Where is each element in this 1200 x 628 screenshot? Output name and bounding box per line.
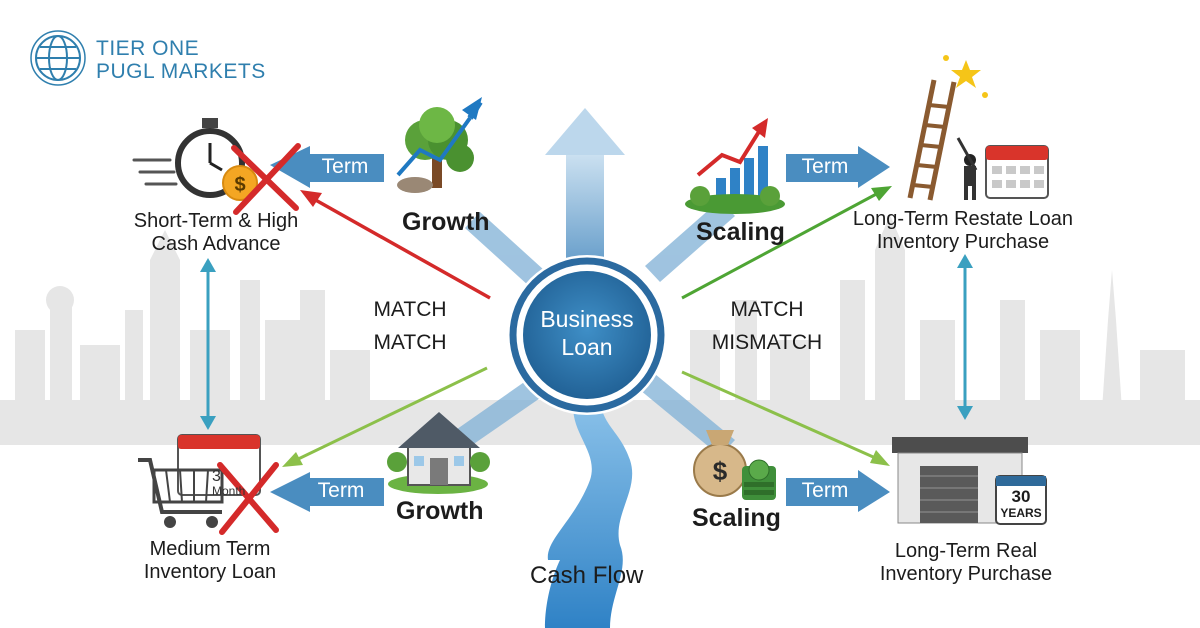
node-bottom-right-line-2: Inventory Purchase — [879, 563, 1053, 585]
left-match-line-2: MATCH — [373, 331, 447, 354]
small-calendar-number: 3 — [212, 468, 221, 485]
left-vertical-arrow — [200, 258, 216, 430]
cash-flow-river — [545, 395, 633, 628]
house-icon — [387, 412, 490, 494]
term-label-bottom-left: Term — [317, 479, 365, 502]
small-calendar-text: 3 Month — [212, 468, 246, 499]
small-calendar-unit: Month — [212, 484, 246, 498]
warehouse-icon — [892, 437, 1047, 525]
years-calendar-unit: YEARS — [1000, 506, 1042, 520]
brand-line-1: TIER ONE — [96, 37, 200, 60]
term-label-top-left: Term — [321, 155, 369, 178]
node-top-left-line-1: Short-Term & High — [133, 210, 299, 232]
hub-label: Business Loan — [527, 305, 647, 361]
term-label-bottom-right: Term — [801, 479, 849, 502]
globe-logo-icon — [30, 30, 86, 86]
red-x-top-left — [231, 143, 301, 215]
diagonal-rays — [450, 200, 735, 456]
money-bag-icon: $ — [693, 430, 776, 500]
svg-text:$: $ — [234, 174, 245, 196]
svg-text:$: $ — [713, 456, 728, 486]
left-match-line-1: MATCH — [373, 298, 447, 321]
node-top-right-label: Long-Term Restate Loan Inventory Purchas… — [838, 208, 1088, 254]
stopwatch-icon: $ — [132, 118, 258, 201]
node-top-left-label: Short-Term & High Cash Advance — [118, 210, 314, 256]
right-match-status: MATCH MISMATCH — [702, 293, 832, 359]
left-match-status: MATCH MATCH — [360, 293, 460, 359]
years-calendar-number: 30 — [1011, 487, 1031, 506]
scaling-label-bottom: Scaling — [692, 504, 781, 532]
scaling-label-top: Scaling — [696, 218, 785, 246]
node-bottom-left-label: Medium Term Inventory Loan — [122, 538, 298, 584]
calendar-icon-top-right — [985, 145, 1049, 199]
red-x-bottom-left — [217, 462, 279, 535]
node-bottom-left-line-1: Medium Term — [149, 538, 271, 560]
hub-label-line-2: Loan — [561, 334, 613, 360]
term-arrow-top-right — [786, 146, 890, 188]
node-bottom-left-line-2: Inventory Loan — [143, 561, 277, 583]
brand-line-2: PUGL MARKETS — [96, 60, 266, 83]
ladder-star-icon — [907, 55, 988, 201]
term-label-top-right: Term — [801, 155, 849, 178]
green-arrow-top-right — [681, 189, 883, 300]
term-arrow-bottom-right — [786, 470, 890, 512]
term-arrow-bottom-left — [270, 472, 384, 512]
red-arrow-top-left — [311, 196, 491, 300]
node-bottom-right-label: Long-Term Real Inventory Purchase — [858, 540, 1074, 586]
business-loan-hub — [507, 255, 667, 415]
cash-flow-label: Cash Flow — [530, 562, 644, 589]
right-match-line-2: MISMATCH — [711, 331, 823, 354]
hub-label-line-1: Business — [540, 306, 634, 332]
tree-growth-icon — [396, 97, 483, 193]
node-top-right-line-1: Long-Term Restate Loan — [852, 208, 1074, 230]
node-top-right-line-2: Inventory Purchase — [876, 231, 1050, 253]
green-arrow-bottom-right — [681, 370, 881, 462]
node-top-left-line-2: Cash Advance — [151, 233, 281, 255]
brand-logo: TIER ONE PUGL MARKETS — [96, 37, 266, 83]
years-calendar-badge: 30 YEARS — [996, 488, 1046, 522]
right-vertical-arrow — [957, 254, 973, 420]
node-bottom-right-line-1: Long-Term Real — [894, 540, 1038, 562]
scaling-chart-icon — [685, 118, 785, 214]
growth-label-bottom: Growth — [396, 497, 484, 525]
green-arrow-bottom-left — [291, 366, 488, 464]
growth-label-top: Growth — [402, 208, 490, 236]
term-arrow-top-left — [270, 146, 384, 188]
right-match-line-1: MATCH — [730, 298, 804, 321]
